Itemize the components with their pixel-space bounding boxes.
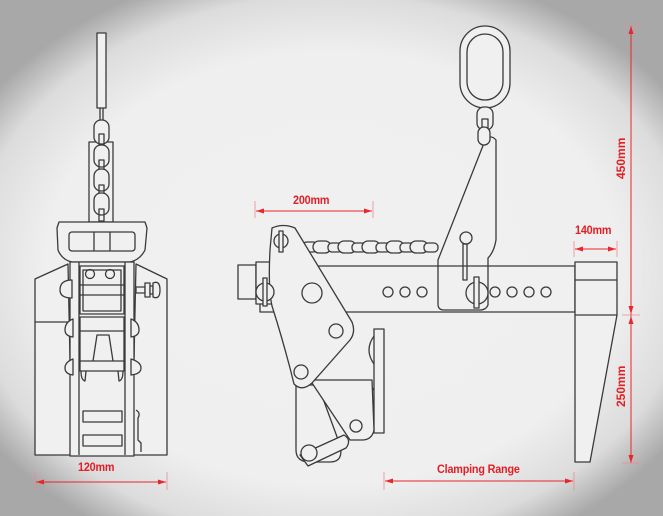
dimension-label-jaw-offset: 200mm [293,193,330,207]
dimension-label-width: 120mm [78,460,115,474]
dimension-lines [34,25,640,490]
dimension-label-upper-height: 450mm [614,137,628,179]
dimension-label-clamping-range: Clamping Range [437,462,520,476]
dimension-label-jaw-depth: 250mm [614,365,628,407]
chain [301,240,439,254]
front-view [34,32,168,457]
dimension-label-jaw-width: 140mm [575,223,612,237]
side-view [237,25,618,467]
